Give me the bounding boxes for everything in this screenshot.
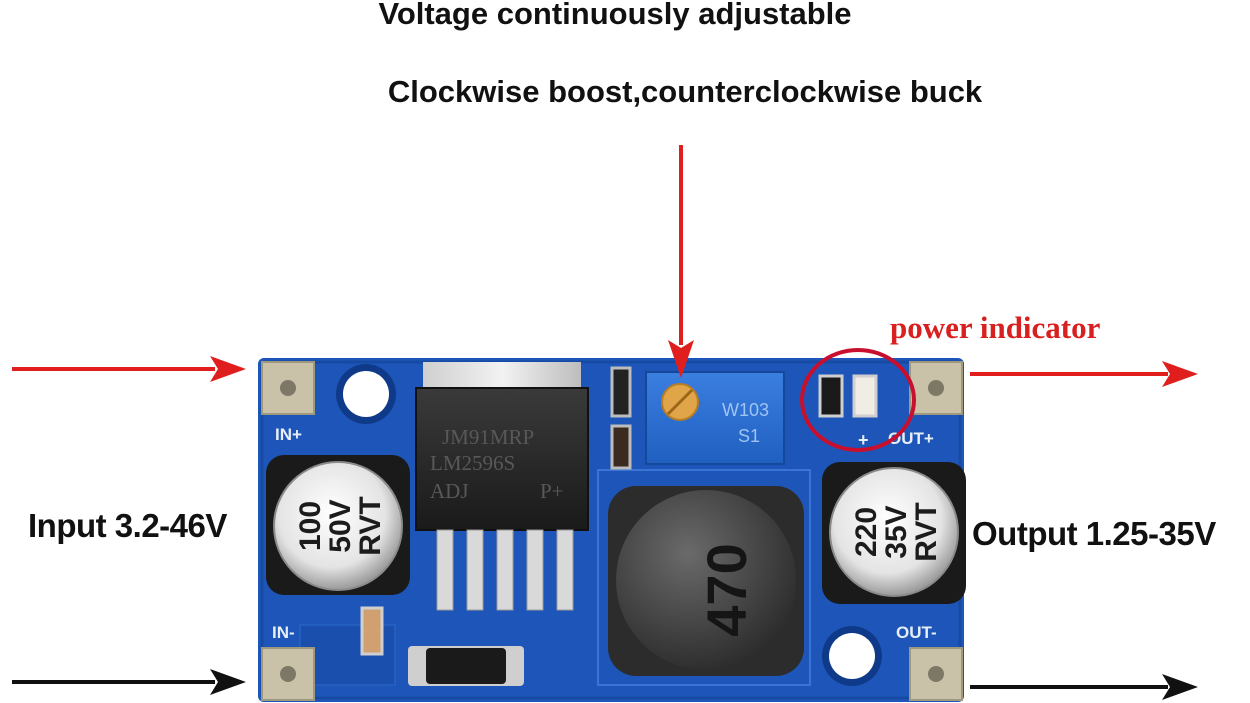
power-indicator-label: power indicator xyxy=(890,310,1101,345)
cap-input-line1: 100 xyxy=(294,501,327,551)
chip-text-line3: ADJ xyxy=(430,479,469,503)
terminal-pads xyxy=(261,361,963,701)
smd-components xyxy=(360,366,632,656)
input-voltage-label: Input 3.2-46V xyxy=(28,507,227,544)
power-led: + xyxy=(818,374,878,450)
chip-text-line2: LM2596S xyxy=(430,451,515,475)
regulator-chip: JM91MRP LM2596S ADJ P+ xyxy=(415,362,589,611)
input-plus-arrow xyxy=(12,356,246,382)
caption-voltage-adjustable: Voltage continuously adjustable xyxy=(378,0,852,31)
potentiometer: W103 S1 xyxy=(645,371,785,465)
pot-text-line1: W103 xyxy=(722,400,769,420)
output-plus-arrow xyxy=(970,361,1198,387)
pot-text-line2: S1 xyxy=(738,426,760,446)
cap-output-line2: 35V xyxy=(880,505,913,558)
cap-output-line3: RVT xyxy=(910,502,943,561)
output-voltage-label: Output 1.25-35V xyxy=(972,515,1216,552)
chip-text-line1: JM91MRP xyxy=(442,425,534,449)
adjust-arrow xyxy=(668,145,694,378)
chip-text-line4: P+ xyxy=(540,479,564,503)
cap-output-line1: 220 xyxy=(850,507,883,557)
cap-input-line2: 50V xyxy=(324,499,357,552)
output-minus-arrow xyxy=(970,674,1198,700)
cap-input-line3: RVT xyxy=(354,496,387,555)
inductor-text: 470 xyxy=(695,543,758,636)
indicator-circle xyxy=(800,348,916,452)
inductor: 470 xyxy=(608,486,804,676)
mounting-holes xyxy=(336,364,882,686)
svg-text:+: + xyxy=(858,430,869,450)
output-capacitor: 220 35V RVT xyxy=(822,462,966,604)
smd-diode xyxy=(408,646,524,686)
silk-in-minus: IN- xyxy=(272,623,295,642)
silk-out-minus: OUT- xyxy=(896,623,937,642)
silk-in-plus: IN+ xyxy=(275,425,302,444)
input-minus-arrow xyxy=(12,669,246,695)
caption-direction: Clockwise boost,counterclockwise buck xyxy=(387,74,983,109)
input-capacitor: 100 50V RVT xyxy=(266,455,410,595)
